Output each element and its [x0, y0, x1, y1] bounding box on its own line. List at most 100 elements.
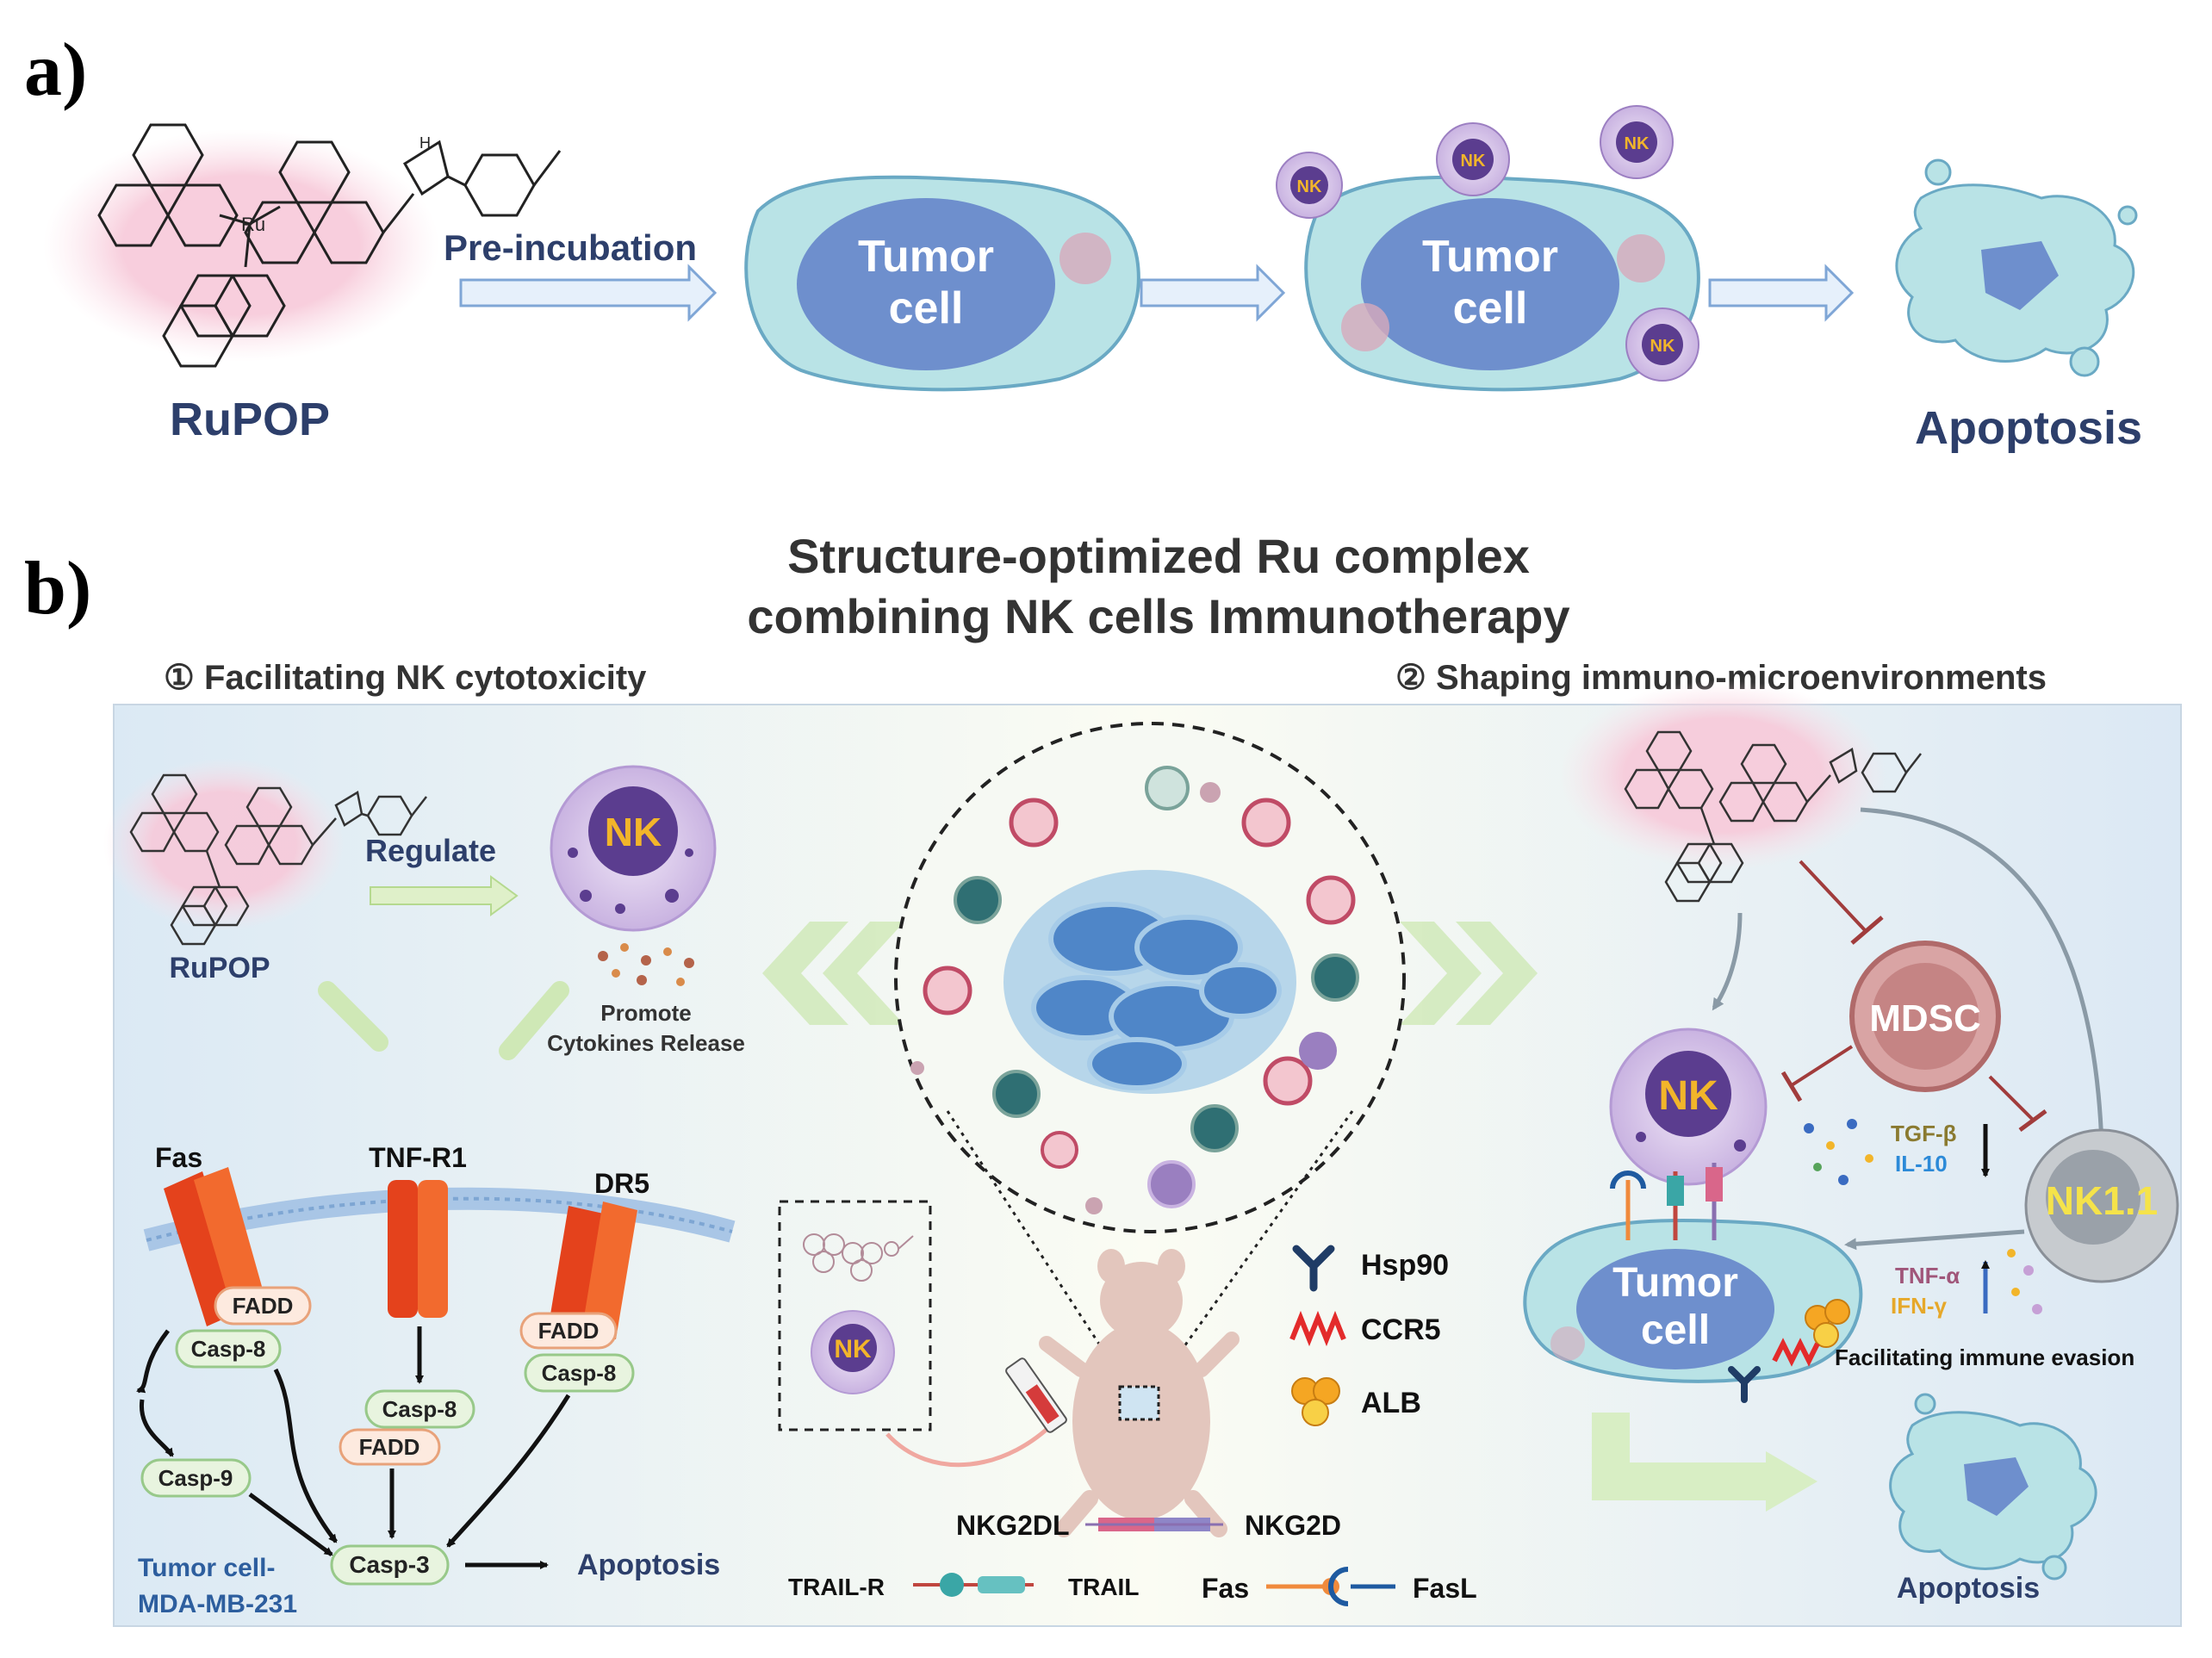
- nk-cell-inset: NK: [811, 1310, 895, 1394]
- alb-label: ALB: [1361, 1387, 1421, 1419]
- ifng-label: IFN-γ: [1891, 1293, 1948, 1319]
- casp8-fas: Casp-8: [175, 1329, 282, 1369]
- apoptotic-cell-a: [1895, 158, 2138, 377]
- nk-a4-label: NK: [1650, 337, 1675, 356]
- mouse: [1039, 1249, 1240, 1537]
- right-section: MDSC NK NK1.1: [1523, 680, 2179, 1605]
- tnfa-label: TNF-α: [1895, 1263, 1960, 1289]
- casp9: Casp-9: [140, 1458, 252, 1498]
- tumor-a1-line1: Tumor: [858, 232, 994, 282]
- nk-left-label: NK: [605, 810, 662, 854]
- fas-receptor: [164, 1167, 267, 1326]
- green-arrow-1: [318, 981, 388, 1052]
- panel-b-title-line2: combining NK cells Immunotherapy: [747, 589, 1569, 643]
- green-arrow-2: [499, 981, 569, 1060]
- svg-text:Fas: Fas: [1202, 1573, 1249, 1604]
- fadd-tnfr1: FADD: [339, 1428, 441, 1466]
- nk-cell-a1: NK: [1276, 152, 1343, 219]
- zoom-line-right: [1157, 1110, 1354, 1383]
- cytokines-tnfa: [2007, 1249, 2042, 1314]
- rupop-structure-small: [129, 773, 427, 946]
- preincubation-label: Pre-incubation: [444, 227, 697, 268]
- tumor-right-line1: Tumor: [1612, 1260, 1738, 1306]
- apoptosis-a-label: Apoptosis: [1915, 402, 2142, 454]
- nk-right-label: NK: [1658, 1073, 1718, 1119]
- tumor-cell-right: Tumor cell: [1523, 1218, 1863, 1383]
- mdsc-cell: MDSC: [1849, 941, 2001, 1092]
- center-section: NK: [762, 722, 1538, 1606]
- apoptosis-arrowhead: [1766, 1451, 1817, 1512]
- regulate-label: Regulate: [365, 833, 496, 868]
- pair-nkg2d: NKG2DL NKG2D: [956, 1510, 1341, 1541]
- casp8-dr5: Casp-8: [524, 1353, 635, 1393]
- panel-a: a) Ru: [24, 28, 2142, 454]
- svg-text:FADD: FADD: [359, 1434, 420, 1460]
- casp8-tnfr1: Casp-8: [364, 1389, 475, 1429]
- cytokines-tgfb: [1804, 1119, 1873, 1185]
- promote-line1: Promote: [600, 1000, 691, 1026]
- dr5-label: DR5: [594, 1168, 649, 1199]
- nk11-cell: NK1.1: [2024, 1128, 2179, 1283]
- inset-box: [778, 1200, 932, 1431]
- regulate-arrow: [370, 875, 519, 916]
- apoptotic-cell-b: [1889, 1393, 2097, 1580]
- legend-hsp90: Hsp90: [1292, 1245, 1449, 1292]
- tumor-cell-a2: Tumor cell: [1304, 175, 1700, 392]
- panel-a-label: a): [24, 28, 87, 112]
- nk-tumor-synapse: [1610, 1163, 1723, 1240]
- inset-rupop: [803, 1233, 914, 1282]
- left-section: RuPOP Regulate NK: [103, 758, 745, 1618]
- nk-cell-right: NK: [1609, 1028, 1768, 1186]
- promote-line2: Cytokines Release: [547, 1030, 745, 1056]
- dr5-receptor: [547, 1202, 637, 1344]
- nk-cell-a2: NK: [1436, 122, 1510, 196]
- section1-heading: ① Facilitating NK cytotoxicity: [164, 659, 647, 697]
- immune-cells: [910, 766, 1359, 1214]
- tumor-a1-line2: cell: [889, 283, 964, 333]
- inhibit-bar-2: [1780, 1071, 1803, 1102]
- nk-a3-label: NK: [1625, 134, 1650, 153]
- nk-cell-left: NK: [550, 765, 717, 932]
- arrow-nk11-tumor: [1844, 1229, 2025, 1251]
- nh-atom: H: [419, 134, 431, 152]
- casp3: Casp-3: [330, 1544, 450, 1586]
- legend-alb: ALB: [1291, 1377, 1421, 1426]
- svg-text:FADD: FADD: [233, 1293, 294, 1319]
- svg-text:Casp-3: Casp-3: [349, 1551, 429, 1578]
- ru-atom: Ru: [241, 214, 265, 235]
- injection-arrow: [885, 1415, 1061, 1468]
- pair-fas: Fas FasL: [1202, 1567, 1477, 1606]
- cytokine-dots: [598, 943, 694, 986]
- nk-cell-a4: NK: [1625, 307, 1699, 382]
- svg-text:Casp-8: Casp-8: [382, 1396, 457, 1422]
- arrow-a1: [459, 264, 718, 322]
- hsp90-label: Hsp90: [1361, 1249, 1449, 1282]
- nk-a2-label: NK: [1461, 152, 1486, 171]
- inhibit-rupop-mdsc: [1799, 860, 1867, 932]
- arrow-rupop-nk11: [1860, 807, 2108, 1149]
- tumor-right-line2: cell: [1641, 1307, 1710, 1353]
- nk11-label: NK1.1: [2046, 1178, 2158, 1223]
- legend-ccr5: CCR5: [1289, 1310, 1441, 1347]
- ccr5-label: CCR5: [1361, 1313, 1441, 1346]
- evasion-markers: [1728, 1299, 1850, 1403]
- tgfb-label: TGF-β: [1891, 1121, 1957, 1146]
- syringe-icon: [1005, 1357, 1067, 1433]
- svg-text:Casp-8: Casp-8: [542, 1360, 617, 1386]
- arrow-a3: [1708, 264, 1855, 322]
- svg-text:NKG2D: NKG2D: [1245, 1510, 1341, 1541]
- pathway-arrows: [136, 1326, 571, 1569]
- il10-label: IL-10: [1895, 1151, 1948, 1177]
- svg-text:TRAIL-R: TRAIL-R: [788, 1574, 885, 1600]
- panel-b: b) Structure-optimized Ru complex combin…: [24, 529, 2182, 1627]
- apoptosis-arrow-body: [1592, 1413, 1766, 1500]
- rupop-label: RuPOP: [170, 394, 330, 445]
- tnfr1-label: TNF-R1: [369, 1142, 467, 1173]
- rupop-left-label: RuPOP: [169, 952, 270, 984]
- inhibit-mdsc-nk: [1790, 1045, 1854, 1087]
- nk-a1-label: NK: [1297, 177, 1322, 196]
- apoptosis-right: Apoptosis: [1897, 1572, 2040, 1605]
- svg-text:FADD: FADD: [538, 1318, 600, 1344]
